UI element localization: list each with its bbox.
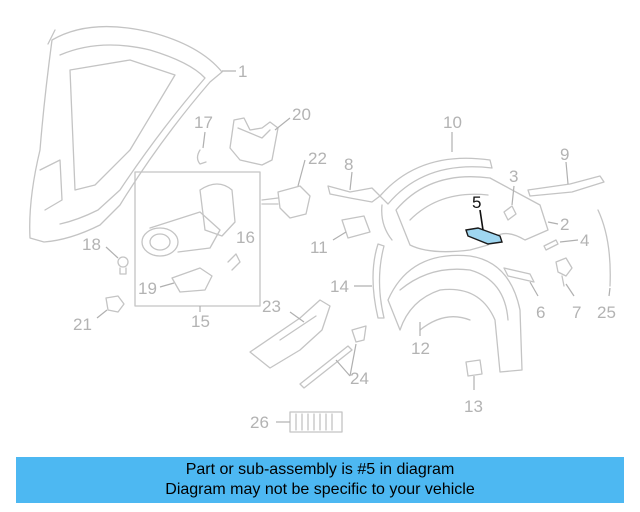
callout-16: 16 [236, 228, 255, 247]
part-26-vent [289, 411, 343, 433]
part-25-seal-strip [597, 209, 611, 287]
banner-line-2: Diagram may not be specific to your vehi… [165, 481, 475, 498]
part-13-clip [465, 359, 483, 377]
part-14-strip [372, 243, 385, 319]
callout-25: 25 [597, 303, 616, 322]
callout-3: 3 [509, 167, 518, 186]
callout-17: 17 [194, 113, 213, 132]
callout-15: 15 [191, 312, 210, 331]
callout-19: 19 [138, 279, 157, 298]
callout-21: 21 [73, 315, 92, 334]
parts-diagram: 1 17 20 22 16 19 15 18 21 [29, 25, 616, 433]
info-banner: Part or sub-assembly is #5 in diagram Di… [16, 457, 624, 503]
callout-12: 12 [411, 339, 430, 358]
callout-24: 24 [350, 369, 369, 388]
part-10-arch-trim [379, 157, 493, 241]
part-17-clip [196, 149, 207, 165]
callout-4: 4 [580, 231, 589, 250]
part-3-clip [503, 205, 517, 221]
banner-line-1: Part or sub-assembly is #5 in diagram [185, 461, 455, 478]
callout-2: 2 [560, 215, 569, 234]
part-20-bracket [229, 117, 279, 166]
callout-10: 10 [443, 113, 462, 132]
part-24-strut [299, 325, 367, 389]
callout-23: 23 [262, 297, 281, 316]
callout-26: 26 [250, 413, 269, 432]
callout-22: 22 [308, 149, 327, 168]
part-5-highlighted [465, 227, 503, 245]
callout-7: 7 [572, 303, 581, 322]
callout-11: 11 [310, 238, 328, 257]
part-12-fender-liner [387, 254, 523, 373]
part-2-wheel-housing [395, 176, 549, 253]
part-21-grommet [105, 295, 125, 313]
part-9-rail [527, 175, 605, 197]
callout-5: 5 [472, 193, 481, 212]
callout-1: 1 [238, 62, 247, 81]
part-18-bolt [117, 256, 129, 275]
callout-20: 20 [292, 105, 311, 124]
callout-8: 8 [344, 155, 353, 174]
part-6-strip [503, 267, 535, 283]
fuel-door-assembly-box [134, 171, 261, 307]
callout-13: 13 [464, 397, 483, 416]
part-7-fastener [555, 257, 573, 287]
part-22-actuator [261, 185, 311, 219]
part-1-quarter-panel [29, 25, 223, 243]
callout-14: 14 [330, 277, 349, 296]
part-4-pin [543, 239, 559, 251]
part-8-bracket [327, 185, 381, 203]
part-11-seal [341, 215, 371, 239]
callout-18: 18 [82, 235, 101, 254]
callout-9: 9 [560, 145, 569, 164]
callout-6: 6 [536, 303, 545, 322]
part-23-panel [249, 299, 331, 369]
